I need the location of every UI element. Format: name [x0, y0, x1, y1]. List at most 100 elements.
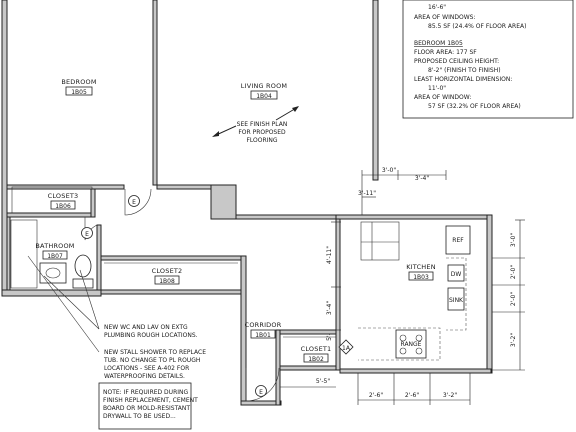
door-swing-corridor — [245, 367, 280, 402]
wall-closet2-top — [100, 255, 247, 261]
dim-right-b: 2'-0" — [510, 265, 517, 279]
living-name: LIVING ROOM — [241, 82, 287, 90]
wall-closet2-bottom — [100, 289, 242, 295]
kitchen-cabinet-upper — [360, 221, 400, 261]
info-line-10: 11'-0" — [428, 85, 446, 92]
info-line-9: LEAST HORIZONTAL DIMENSION: — [414, 76, 512, 83]
bathroom-num: 1B07 — [47, 253, 63, 260]
info-line-6: FLOOR AREA: 177 SF — [414, 49, 477, 56]
tag-e-bath — [81, 227, 93, 239]
dim-right-a: 3'-0" — [510, 233, 517, 247]
closet1-name: CLOSET1 — [301, 345, 332, 353]
lavatory — [39, 262, 67, 284]
wall-kitchen-top — [335, 214, 492, 220]
dim-top-a: 3'-0" — [382, 167, 396, 174]
dim-bot-c: 3'-2" — [443, 392, 457, 399]
bedroom-name: BEDROOM — [61, 78, 96, 86]
structural-column — [210, 184, 237, 220]
finish-note-line2: FOR PROPOSED — [238, 129, 286, 136]
tag-e-text-3: E — [259, 389, 263, 396]
note2-line3: LOCATIONS - SEE A-402 FOR — [104, 365, 189, 372]
dim-corridor: 5'-5" — [316, 378, 330, 385]
note2-line1: NEW STALL SHOWER TO REPLACE — [104, 349, 206, 356]
dim-top-c: 3'-11" — [358, 190, 376, 197]
dim-right-d: 3'-2" — [510, 333, 517, 347]
burner-4 — [415, 347, 423, 355]
info-line-1: 16'-6" — [428, 4, 446, 11]
info-line-2: AREA OF WINDOWS: — [414, 14, 475, 21]
finish-note-line1: SEE FINISH PLAN — [237, 121, 288, 128]
bedroom-num-box — [65, 86, 93, 96]
counter-outline-right — [446, 257, 467, 331]
dim-bot-b: 2'-6" — [405, 392, 419, 399]
dim-left-c: 5'- — [326, 333, 333, 341]
kitchen-sink — [447, 287, 465, 311]
leader-note1 — [43, 275, 100, 330]
shower-stall — [10, 219, 38, 289]
wall-bath-bottom — [1, 289, 102, 297]
tag-e-text-2: E — [85, 231, 89, 238]
note3-line2: FINISH REPLACEMENT, CEMENT — [103, 397, 198, 404]
info-box — [402, 0, 574, 119]
wall-kitchen-right — [486, 214, 493, 374]
closet1-num: 1B02 — [308, 356, 324, 363]
tag-e-closet3 — [128, 195, 140, 207]
corridor-num-box — [250, 329, 276, 339]
leader-note1b — [79, 269, 100, 330]
refrigerator — [445, 225, 471, 255]
corridor-name: CORRIDOR — [245, 321, 282, 329]
arrowhead-left — [212, 131, 219, 137]
note1-line1: NEW WC AND LAV ON EXTG — [104, 324, 188, 331]
dw-label: DW — [451, 271, 462, 278]
note3-line4: DRYWALL TO BE USED... — [103, 413, 176, 420]
closet2-name: CLOSET2 — [152, 267, 183, 275]
closet3-num: 1B06 — [55, 203, 71, 210]
wall-closet1-bottom — [279, 365, 341, 371]
burner-1 — [399, 334, 407, 342]
bathroom-name: BATHROOM — [35, 242, 74, 250]
closet3-num-box — [50, 200, 76, 210]
kitchen-num-box — [408, 271, 434, 281]
info-line-8: 8'-2" (FINISH TO FINISH) — [428, 67, 501, 74]
wall-closet1-left — [275, 329, 281, 406]
toilet-tank — [72, 278, 94, 289]
tag-1a — [338, 339, 354, 355]
kitchen-num: 1B03 — [413, 274, 429, 281]
bedroom-num: 1B05 — [71, 89, 87, 96]
info-line-12: 57 SF (32.2% OF FLOOR AREA) — [428, 103, 521, 110]
closet2-num-box — [154, 275, 180, 285]
info-line-11: AREA OF WINDOW: — [414, 94, 471, 101]
living-num: 1B04 — [256, 93, 272, 100]
corridor-num: 1B01 — [255, 332, 271, 339]
note-box — [98, 382, 192, 430]
info-line-7: PROPOSED CEILING HEIGHT: — [414, 58, 499, 65]
exterior-wall-left — [1, 0, 8, 297]
wall-living-bottom-right — [235, 214, 337, 220]
toilet-bowl — [74, 254, 92, 278]
closet2-num: 1B08 — [159, 278, 175, 285]
note2-line2: TUB. NO CHANGE TO PL ROUGH — [103, 357, 200, 364]
info-line-3: 85.5 SF (24.4% OF FLOOR AREA) — [428, 23, 526, 30]
note3-line1: NOTE: IF REQUIRED DURING — [103, 389, 188, 396]
door-swing-closet3 — [124, 188, 152, 216]
wall-closet3-right — [90, 188, 96, 218]
wall-bath-right — [96, 224, 102, 291]
wall-living-right — [372, 0, 379, 181]
burner-2 — [415, 334, 423, 342]
dim-left-b: 3'-4" — [326, 301, 333, 315]
ref-label: REF — [452, 237, 464, 244]
tag-e-text-1: E — [132, 199, 136, 206]
dishwasher — [447, 264, 465, 282]
range-label: RANGE — [401, 341, 422, 348]
dim-bot-a: 2'-6" — [369, 392, 383, 399]
info-line-5: BEDROOM 1B05 — [414, 40, 463, 47]
dim-left-a: 4'-11" — [326, 246, 333, 264]
wall-kitchen-bottom — [339, 368, 492, 374]
bathroom-num-box — [42, 250, 68, 260]
lavatory-basin — [45, 267, 61, 279]
kitchen-name: KITCHEN — [406, 263, 436, 271]
note3-line3: BOARD OR MOLD-RESISTANT — [103, 405, 190, 412]
dim-right-c: 2'-0" — [510, 292, 517, 306]
leader-note2 — [27, 255, 100, 353]
wall-living-bottom-left — [156, 184, 213, 190]
